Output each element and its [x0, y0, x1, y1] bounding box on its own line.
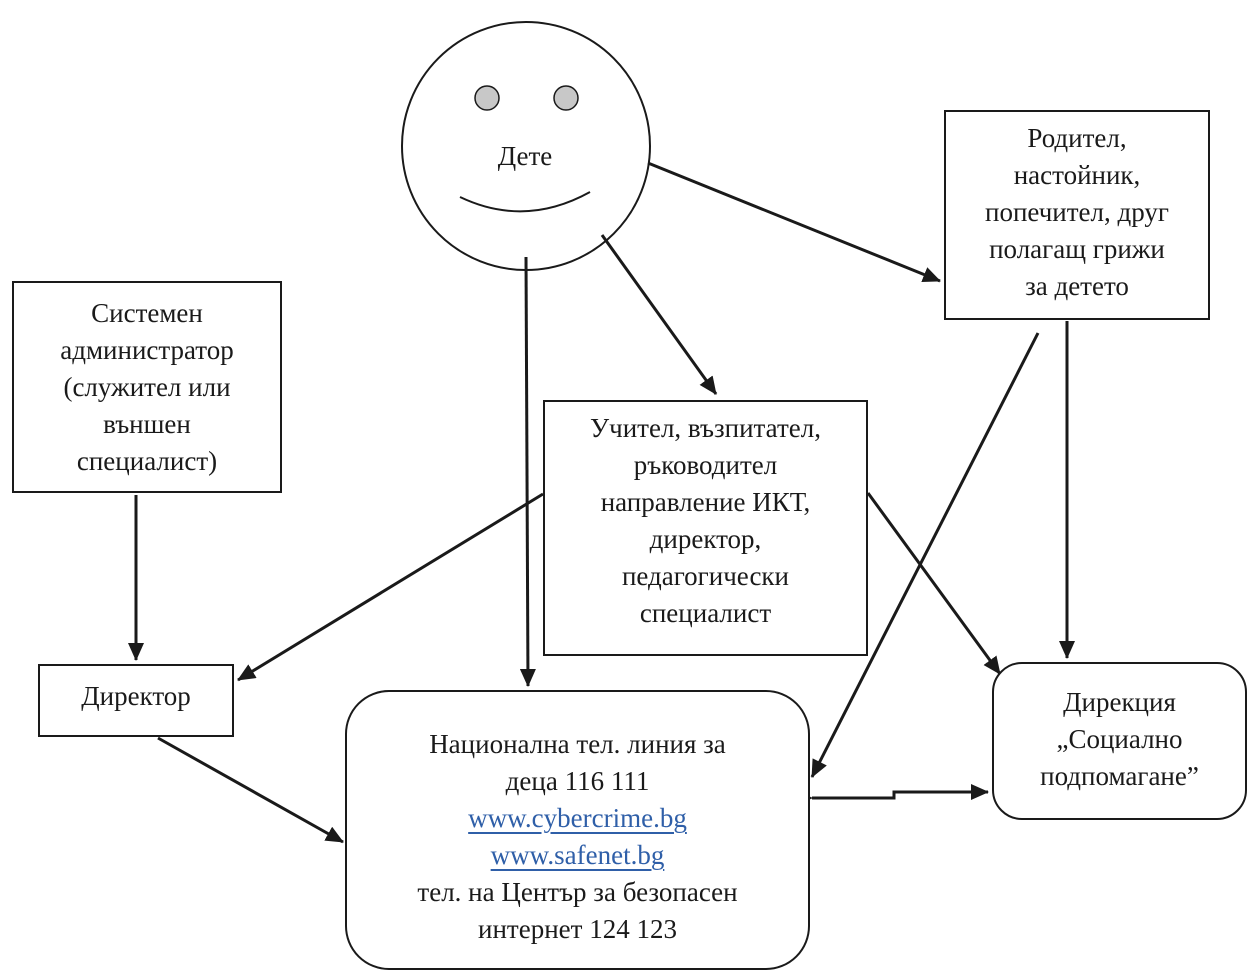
safenet-link[interactable]: www.safenet.bg [490, 840, 665, 870]
parent-box: Родител, настойник, попечител, друг пола… [944, 110, 1210, 320]
child-right-eye [553, 85, 579, 111]
system-admin-line: (служител или [63, 371, 231, 402]
helpline-box: Национална тел. линия за деца 116 111 ww… [345, 690, 810, 970]
arrows [128, 161, 1075, 844]
child-smile [459, 191, 591, 213]
child-face [401, 21, 651, 271]
teacher-line: направление ИКТ, [600, 487, 811, 517]
teacher-line: специалист [639, 598, 772, 628]
system-admin-line: Системен [91, 297, 203, 328]
parent-line: Родител, [1027, 123, 1127, 153]
parent-line: попечител, друг [985, 197, 1169, 227]
helpline-line: интернет 124 123 [478, 914, 677, 944]
child-label: Дете [497, 141, 553, 171]
teacher-line: педагогически [621, 561, 789, 591]
teacher-line: Учител, възпитател, [590, 413, 821, 443]
parent-line: полагащ грижи [989, 234, 1165, 264]
parent-line: за детето [1025, 271, 1129, 301]
arrow-director-to-helpline [157, 736, 344, 844]
helpline-line: Национална тел. линия за [429, 729, 726, 759]
arrow-teacher-to-director [237, 492, 544, 682]
parent-line: настойник, [1013, 160, 1141, 190]
system-admin-box: Системен администратор (служител или вън… [12, 281, 282, 493]
teacher-box: Учител, възпитател, ръководител направле… [543, 400, 868, 656]
child-left-eye [474, 85, 500, 111]
helpline-line: тел. на Център за безопасен [417, 877, 738, 907]
social-line: Дирекция [1063, 687, 1176, 717]
system-admin-line: администратор [60, 334, 234, 365]
social-assistance-box: Дирекция „Социално подпомагане” [992, 662, 1247, 820]
arrow-helpline-social-bidirectional [795, 784, 989, 806]
arrow-child-to-parent [647, 161, 941, 283]
arrow-child-to-teacher [600, 234, 718, 395]
teacher-line: директор, [649, 524, 762, 554]
cybercrime-link[interactable]: www.cybercrime.bg [468, 803, 687, 833]
arrow-parent-to-helpline [810, 332, 1040, 778]
social-line: подпомагане” [1040, 761, 1199, 791]
system-admin-line: специалист) [76, 445, 218, 476]
social-line: „Социално [1056, 724, 1183, 754]
arrow-teacher-to-social [866, 492, 1002, 675]
director-box: Директор [38, 664, 234, 737]
arrow-child-to-helpline [519, 256, 536, 687]
teacher-line: ръководител [633, 450, 778, 480]
director-label: Директор [81, 681, 191, 711]
system-admin-line: външен [103, 408, 191, 439]
helpline-line: деца 116 111 [505, 766, 650, 796]
